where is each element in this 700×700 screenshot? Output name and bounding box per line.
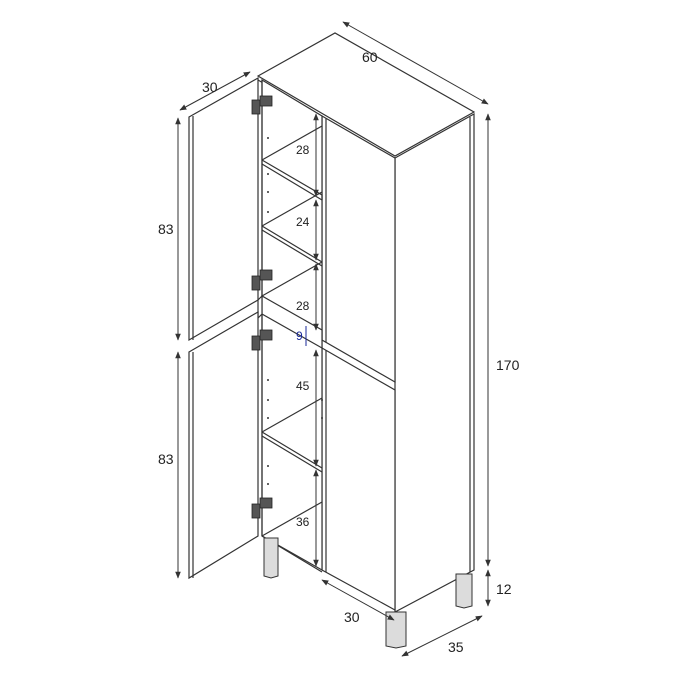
- label-lower-door-height: 83: [158, 451, 174, 467]
- closed-right-doors: [321, 114, 396, 612]
- hinges: [251, 95, 273, 519]
- label-total-width: 60: [362, 49, 378, 65]
- hinge-icon: [251, 95, 273, 115]
- label-leg-height: 12: [496, 581, 512, 597]
- label-shelf-gap-4: 45: [296, 379, 310, 393]
- dimension-labels: 60 30 83 83 170 12 35 30 28 24 28 45 36 …: [158, 49, 520, 655]
- label-shelf-gap-2: 24: [296, 215, 310, 229]
- dimension-lines: [175, 21, 491, 657]
- label-shelf-gap-3: 28: [296, 299, 310, 313]
- label-depth: 35: [448, 639, 464, 655]
- hinge-icon: [251, 329, 273, 351]
- label-shelf-gap-5: 36: [296, 515, 310, 529]
- label-door-width-top: 30: [202, 79, 218, 95]
- cabinet-right-side: [394, 112, 475, 613]
- label-upper-door-height: 83: [158, 221, 174, 237]
- label-total-height: 170: [496, 357, 520, 373]
- label-middle-divider: 9: [296, 329, 303, 343]
- label-shelf-gap-1: 28: [296, 143, 310, 157]
- legs: [263, 537, 473, 649]
- hinge-icon: [251, 269, 273, 291]
- hinge-icon: [251, 497, 273, 519]
- label-door-width-bottom: 30: [344, 609, 360, 625]
- cabinet-interior: [257, 78, 323, 573]
- open-left-doors: [188, 76, 259, 580]
